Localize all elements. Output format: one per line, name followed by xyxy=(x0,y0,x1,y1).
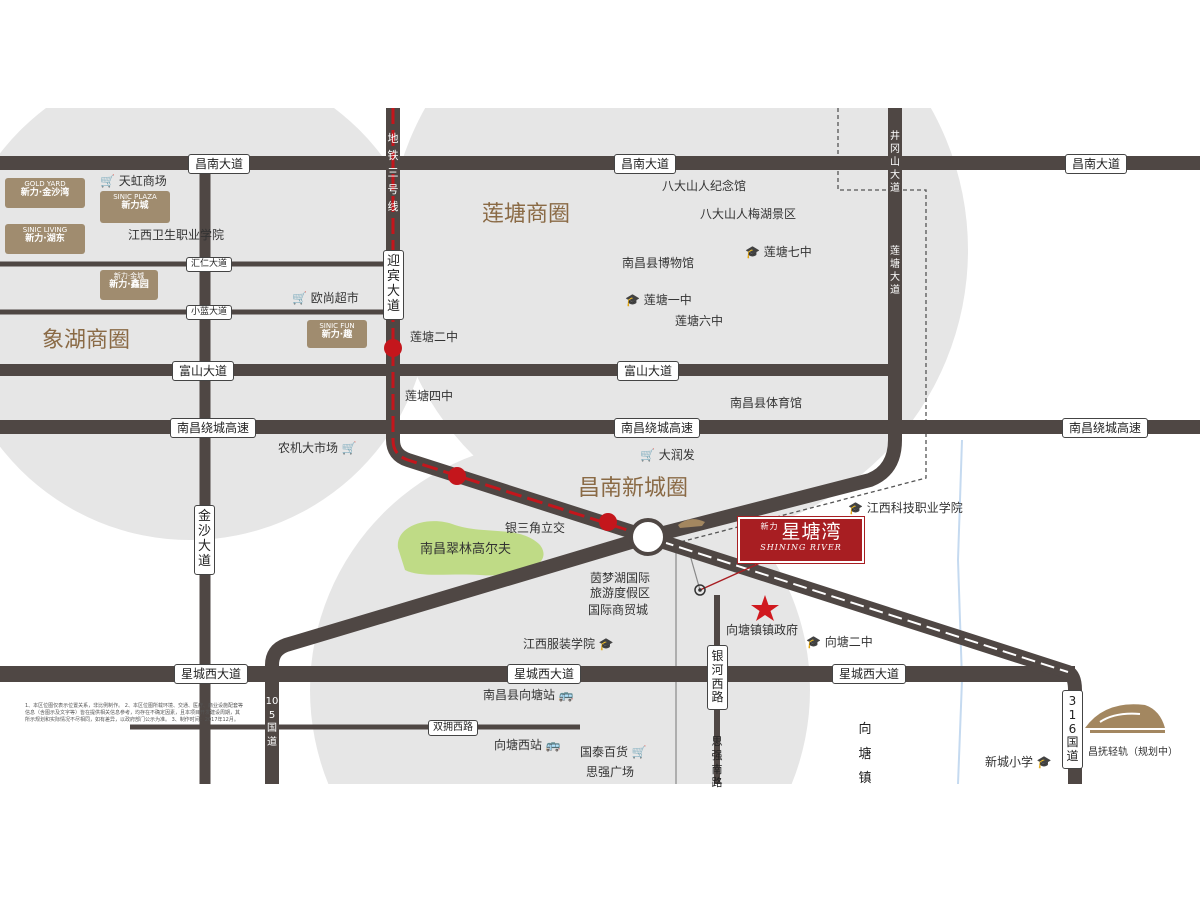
road-xingcheng-mid: 星城西大道 xyxy=(507,664,582,684)
school-icon: 🎓 xyxy=(625,293,640,307)
road-shuangyong: 双拥西路 xyxy=(428,720,478,736)
light-rail-logo xyxy=(1085,704,1165,733)
metro-line-3 xyxy=(391,108,641,536)
poi-yinmenghu: 茵梦湖国际旅游度假区 xyxy=(590,571,651,600)
poi-jiangxi-tech: 🎓 江西科技职业学院 xyxy=(848,501,963,515)
cart-icon: 🛒 xyxy=(631,745,647,759)
road-jinsha: 金沙大道 xyxy=(194,505,215,575)
poi-bada-memorial: 八大山人纪念馆 xyxy=(662,179,747,193)
poi-trade-city: 国际商贸城 xyxy=(588,603,649,617)
brand-logo-5: 新力·金城新力·鑫园 xyxy=(100,270,158,300)
school-icon: 🎓 xyxy=(745,245,760,259)
road-siqiang: 思强南路 xyxy=(711,735,723,790)
poi-oushang: 🛒 欧尚超市 xyxy=(292,291,359,305)
road-105: 105国道 xyxy=(265,696,279,748)
railway-line xyxy=(659,540,1069,673)
road-xingcheng-left: 星城西大道 xyxy=(174,664,249,684)
poi-liantang4: 莲塘四中 xyxy=(405,389,454,403)
road-raocheng-right: 南昌绕城高速 xyxy=(1062,418,1149,438)
poi-siqiang-plaza: 思强广场 xyxy=(586,765,635,779)
road-jinggangshan: 井冈山大道 xyxy=(890,131,900,194)
cart-icon: 🛒 xyxy=(341,441,357,455)
poi-gym: 南昌县体育馆 xyxy=(730,396,803,410)
bus-icon: 🚌 xyxy=(558,688,574,702)
road-xingcheng-right: 星城西大道 xyxy=(832,664,907,684)
poi-liantang6: 莲塘六中 xyxy=(675,314,724,328)
poi-nongji: 农机大市场 🛒 xyxy=(278,441,357,455)
thin-road-lines xyxy=(675,540,701,784)
project-english: SHINING RIVER xyxy=(760,543,842,552)
poi-golf: 南昌翠林高尔夫 xyxy=(420,542,512,557)
golf-course xyxy=(397,521,544,576)
zone-changnan-label: 昌南新城圈 xyxy=(578,476,689,501)
road-fushan-mid: 富山大道 xyxy=(617,361,680,381)
poi-liantang1: 🎓 莲塘一中 xyxy=(625,293,692,307)
road-xiaolan: 小蓝大道 xyxy=(186,305,233,320)
road-yingbin: 迎宾大道 xyxy=(383,250,404,320)
poi-museum: 南昌县博物馆 xyxy=(622,256,695,270)
road-fushan-left: 富山大道 xyxy=(172,361,235,381)
road-changnan-left: 昌南大道 xyxy=(188,154,251,174)
cart-icon: 🛒 xyxy=(100,174,115,188)
river xyxy=(956,439,964,784)
poi-bada-meihu: 八大山人梅湖景区 xyxy=(700,207,797,221)
poi-xiangtang-station: 南昌县向塘站 🚌 xyxy=(483,688,574,702)
road-316: 316国道 xyxy=(1062,690,1083,769)
project-label-box: 新力星塘湾 SHINING RIVER xyxy=(738,517,864,563)
road-raocheng-mid: 南昌绕城高速 xyxy=(614,418,701,438)
project-prefix: 新力 xyxy=(760,522,779,531)
poi-guotai: 国泰百货 🛒 xyxy=(580,745,647,759)
poi-light-rail: 昌抚轻轨（规划中） xyxy=(1088,747,1178,758)
poi-liantang2: 莲塘二中 xyxy=(410,330,459,344)
project-location-dot xyxy=(694,584,706,596)
poi-darunfa: 🛒 大润发 xyxy=(640,448,695,462)
poi-jiangxi-health: 江西卫生职业学院 xyxy=(128,228,225,242)
cart-icon: 🛒 xyxy=(292,291,307,305)
road-huiren: 汇仁大道 xyxy=(186,257,233,272)
school-icon: 🎓 xyxy=(1036,755,1052,769)
poi-liantang7: 🎓 莲塘七中 xyxy=(745,245,812,259)
poi-yinsanjiao: 银三角立交 xyxy=(505,521,566,535)
road-raocheng-left: 南昌绕城高速 xyxy=(170,418,257,438)
poi-tianhong: 🛒 天虹商场 xyxy=(100,174,167,188)
cart-icon: 🛒 xyxy=(640,448,655,462)
poi-xincheng-school: 新城小学 🎓 xyxy=(985,755,1052,769)
poi-xiangtang-west: 向塘西站 🚌 xyxy=(494,738,561,752)
poi-fashion-college: 江西服装学院 🎓 xyxy=(523,637,614,651)
road-changnan-right: 昌南大道 xyxy=(1065,154,1128,174)
footnote: 1、本区位图仅表示位置关系，非比例制作。 2、本区位图所载环境、交通、医疗、商业… xyxy=(25,703,243,723)
project-star xyxy=(751,595,779,621)
metro-stations xyxy=(384,339,617,531)
bus-icon: 🚌 xyxy=(545,738,561,752)
road-changnan-mid: 昌南大道 xyxy=(614,154,677,174)
school-icon: 🎓 xyxy=(848,501,863,515)
poi-xiangtang2: 🎓 向塘二中 xyxy=(806,635,873,649)
road-yinhe: 银河西路 xyxy=(707,645,728,711)
zone-xianghu-label: 象湖商圈 xyxy=(42,328,131,353)
road-metro-label: 地铁三号线 xyxy=(387,132,399,214)
poi-xiangtang-gov: 向塘镇镇政府 xyxy=(726,623,799,637)
yinsanjiao-interchange xyxy=(629,518,667,556)
boundary-dashed xyxy=(664,108,927,547)
road-liantang-ave: 莲塘大道 xyxy=(890,246,900,296)
zone-liantang-label: 莲塘商圈 xyxy=(482,202,571,227)
train-mini-icon xyxy=(678,519,705,528)
project-pointer xyxy=(699,562,761,591)
project-name: 星塘湾 xyxy=(781,521,842,543)
xiangtang-town-label: 向塘镇 xyxy=(858,722,872,787)
school-icon: 🎓 xyxy=(806,635,821,649)
school-icon: 🎓 xyxy=(598,637,614,651)
